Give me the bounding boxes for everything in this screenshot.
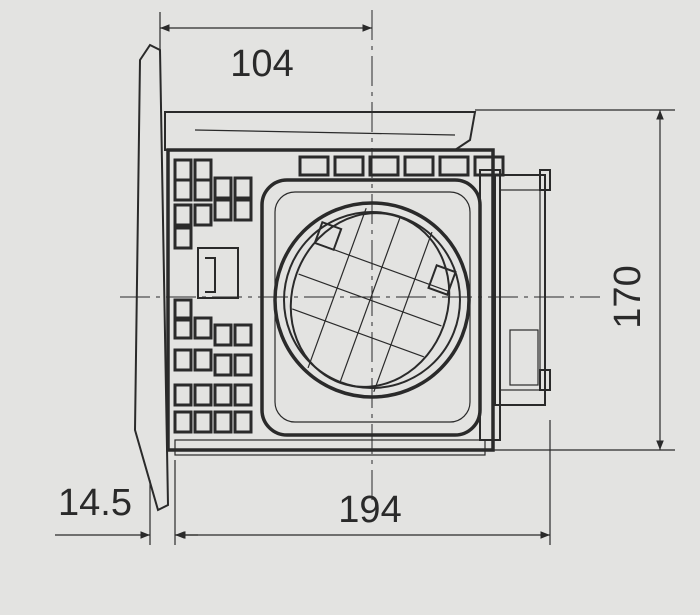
grid-cell: [193, 316, 213, 340]
grid-cell: [213, 383, 233, 407]
grid-cell: [173, 178, 193, 202]
grid-cell: [233, 323, 253, 347]
grid-cell: [213, 353, 233, 377]
dimension-height: 170: [475, 109, 675, 451]
grid-cell: [173, 410, 193, 434]
dimension-body-width: 194: [174, 420, 551, 545]
right-connector: [479, 169, 551, 441]
grid-cell: [213, 410, 233, 434]
dimension-label-194: 194: [338, 489, 401, 531]
grid-cell: [213, 176, 233, 200]
grid-cell: [233, 353, 253, 377]
housing-body: [166, 148, 495, 456]
grid-cell: [233, 410, 253, 434]
grid-cell: [193, 383, 213, 407]
grid-cell: [233, 198, 253, 222]
grid-cell: [193, 410, 213, 434]
top-vent-slots: [298, 155, 505, 177]
center-lines: [120, 10, 600, 500]
grid-cell: [173, 316, 193, 340]
vent-slot: [403, 155, 435, 177]
grid-cell: [173, 158, 193, 182]
grid-cell: [173, 298, 193, 322]
dimension-top-width: 104: [159, 12, 372, 85]
grid-cell: [193, 178, 213, 202]
grid-cell: [173, 203, 193, 227]
grid-cell: [193, 348, 213, 372]
grid-cell: [173, 226, 193, 250]
vent-slot: [298, 155, 330, 177]
vent-slot: [368, 155, 400, 177]
vent-slot: [438, 155, 470, 177]
latch: [197, 247, 239, 299]
damper-circle: [273, 201, 471, 399]
grid-cell: [173, 383, 193, 407]
vent-slot: [333, 155, 365, 177]
grid-cell: [193, 158, 213, 182]
front-panel: [133, 43, 170, 512]
grid-cell: [233, 383, 253, 407]
grid-cell: [193, 203, 213, 227]
grid-cell: [173, 348, 193, 372]
top-cover: [164, 111, 477, 151]
left-grid: [173, 158, 253, 434]
grid-cell: [233, 176, 253, 200]
grid-cell: [213, 323, 233, 347]
vent-slot: [473, 155, 505, 177]
dimension-panel-offset: 14.5: [55, 480, 198, 545]
grid-cell: [213, 198, 233, 222]
dimension-label-104: 104: [230, 43, 293, 85]
dimension-label-14-5: 14.5: [58, 482, 132, 524]
dimension-label-170: 170: [607, 265, 649, 328]
